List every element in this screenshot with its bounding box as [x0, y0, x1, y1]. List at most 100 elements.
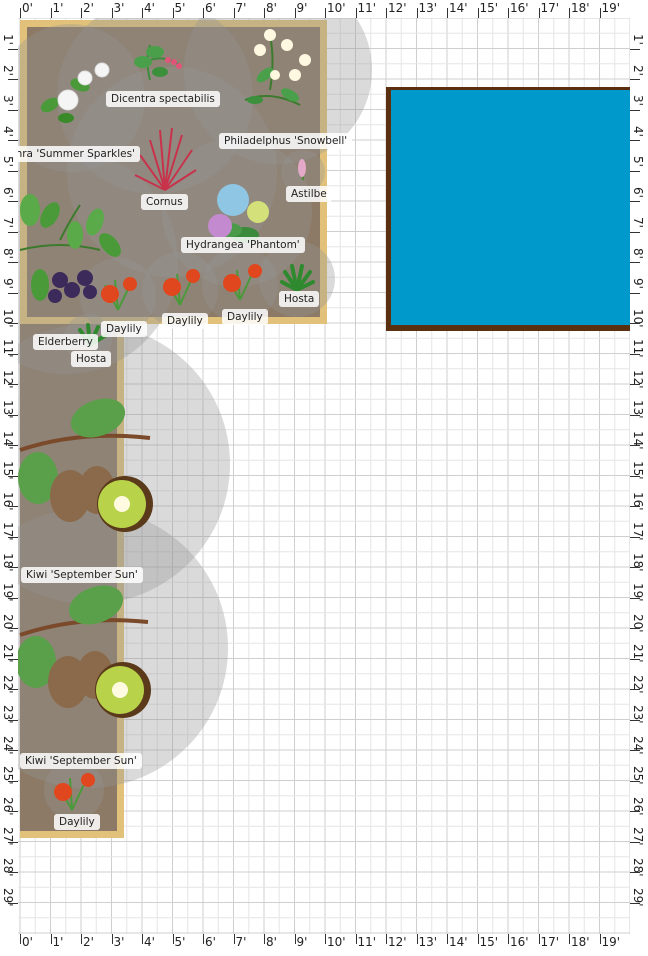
ruler-tick — [630, 811, 640, 812]
ruler-tick — [8, 780, 18, 782]
ruler-v-label: 12' — [631, 369, 645, 389]
kiwi-plant-1[interactable] — [18, 392, 153, 532]
plant-label-hosta-2[interactable]: Hosta — [71, 351, 112, 367]
plant-label-daylily-4[interactable]: Daylily — [54, 814, 100, 830]
plant-label-astilbe[interactable]: Astilbe — [286, 186, 332, 202]
kiwi-plant-2[interactable] — [16, 579, 151, 718]
plant-label-daylily-2[interactable]: Daylily — [162, 313, 208, 329]
plant-label-dicentra[interactable]: Dicentra spectabilis — [106, 91, 220, 107]
ruler-v-label: 22' — [1, 674, 15, 694]
daylily-plant-4[interactable] — [54, 773, 95, 811]
ruler-v-label: 11' — [1, 339, 15, 358]
ruler-v-label: 20' — [1, 613, 15, 633]
ruler-tick — [233, 8, 235, 18]
plant-label-philadelphus[interactable]: Philadelphus 'Snowbell' — [219, 133, 353, 149]
ruler-v-label: 6' — [1, 186, 15, 198]
ruler-h-label: 17' — [540, 1, 560, 15]
ruler-v-label: 17' — [1, 522, 15, 541]
ruler-v-label: 1' — [631, 34, 645, 45]
ruler-h-label: 4' — [144, 1, 155, 15]
ruler-tick — [630, 719, 640, 721]
ruler-v-label: 23' — [631, 705, 645, 724]
daylily-plant-2[interactable] — [163, 269, 200, 306]
ruler-tick — [630, 353, 640, 355]
ruler-tick — [630, 841, 640, 843]
ruler-tick — [630, 414, 640, 416]
ruler-v-label: 26' — [631, 796, 645, 816]
plant-label-daylily-3[interactable]: Daylily — [222, 309, 268, 325]
ruler-tick — [416, 934, 418, 944]
daylily-plant-1[interactable] — [101, 277, 137, 311]
plant-label-kiwi-1[interactable]: Kiwi 'September Sun' — [21, 567, 143, 583]
ruler-tick — [508, 8, 509, 18]
plant-label-cornus[interactable]: Cornus — [141, 194, 188, 210]
ruler-v-label: 7' — [631, 217, 645, 228]
ruler-tick — [233, 934, 235, 944]
ruler-tick — [569, 8, 570, 18]
ruler-h-label: 2' — [83, 1, 94, 15]
ruler-tick — [630, 140, 640, 141]
ruler-tick — [630, 750, 640, 751]
ruler-tick — [8, 48, 18, 50]
ruler-tick — [630, 170, 640, 172]
cornus-plant[interactable] — [134, 127, 197, 191]
plant-label-hosta-1[interactable]: Hosta — [279, 291, 320, 307]
pool[interactable] — [391, 90, 630, 325]
ruler-h-label: 4' — [144, 935, 155, 949]
philadelphus-plant[interactable] — [244, 29, 311, 106]
ruler-tick — [386, 934, 387, 944]
ruler-v-label: 18' — [631, 552, 645, 572]
ruler-tick — [630, 323, 640, 324]
ruler-v-label: 1' — [1, 34, 15, 45]
ruler-v-label: 2' — [1, 64, 15, 76]
plant-label-clethra[interactable]: ethra 'Summer Sparkles' — [0, 146, 140, 162]
ruler-top: 0'1'2'3'4'5'6'7'8'9'10'11'12'13'14'15'16… — [0, 0, 648, 18]
ruler-tick — [8, 628, 18, 629]
clethra-plant[interactable] — [38, 62, 110, 123]
ruler-tick — [8, 597, 18, 599]
ruler-tick — [8, 79, 18, 80]
ruler-tick — [630, 780, 640, 782]
ruler-h-label: 3' — [113, 935, 125, 949]
ruler-h-label: 19' — [601, 935, 621, 949]
ruler-h-label: 19' — [601, 1, 621, 15]
spread-elderberry — [0, 150, 178, 374]
ruler-v-label: 13' — [1, 400, 15, 419]
ruler-tick — [477, 934, 479, 944]
plant-label-daylily-1[interactable]: Daylily — [101, 321, 147, 337]
ruler-h-label: 15' — [479, 1, 499, 15]
ruler-h-label: 9' — [296, 1, 308, 15]
ruler-tick — [8, 750, 18, 751]
hosta-plant[interactable] — [280, 264, 315, 292]
ruler-tick — [81, 8, 82, 18]
ruler-v-label: 19' — [1, 583, 15, 602]
ruler-tick — [630, 262, 640, 263]
ruler-tick — [8, 384, 18, 385]
ruler-v-label: 16' — [631, 491, 645, 511]
plant-label-elderberry[interactable]: Elderberry — [33, 334, 98, 350]
daylily-plant-3[interactable] — [223, 264, 262, 301]
elderberry-plant[interactable] — [19, 194, 125, 303]
ruler-v-label: 24' — [631, 735, 645, 755]
ruler-tick — [447, 934, 448, 944]
ruler-h-label: 11' — [357, 935, 377, 949]
ruler-tick — [630, 384, 640, 385]
ruler-tick — [599, 8, 601, 18]
ruler-h-label: 3' — [113, 1, 125, 15]
ruler-tick — [8, 536, 18, 538]
dicentra-plant[interactable] — [134, 44, 182, 81]
ruler-bottom: 0'1'2'3'4'5'6'7'8'9'10'11'12'13'14'15'16… — [0, 934, 648, 952]
ruler-v-label: 22' — [631, 674, 645, 694]
ruler-tick — [203, 934, 204, 944]
spread-philadelphus — [184, 0, 372, 164]
ruler-v-label: 11' — [631, 339, 645, 358]
ruler-tick — [630, 201, 640, 202]
plant-label-kiwi-2[interactable]: Kiwi 'September Sun' — [20, 753, 142, 769]
ruler-v-label: 14' — [631, 430, 645, 450]
plant-label-hydrangea[interactable]: Hydrangea 'Phantom' — [181, 237, 305, 253]
astilbe-plant[interactable] — [298, 159, 306, 181]
ruler-tick — [8, 140, 18, 141]
ruler-v-label: 27' — [1, 827, 15, 846]
ruler-tick — [538, 8, 540, 18]
